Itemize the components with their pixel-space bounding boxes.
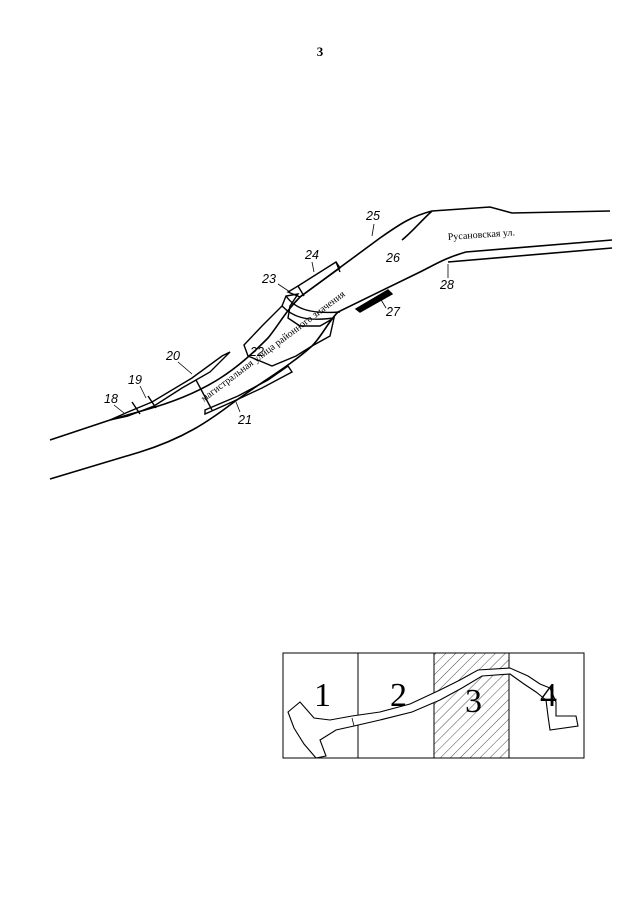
plot-21 [204, 365, 294, 416]
plot-label-19: 19 [128, 373, 142, 387]
key-sheet-4: 4 [540, 677, 557, 714]
key-sheet-3: 3 [465, 683, 482, 720]
plot-label-26: 26 [385, 251, 400, 265]
page-number: 3 [316, 44, 324, 59]
central-median [243, 293, 336, 367]
road-edge-left [49, 206, 611, 441]
plot-label-25: 25 [365, 209, 380, 223]
road-inner-line [447, 247, 613, 263]
plot-label-24: 24 [304, 248, 319, 262]
median-divider [195, 379, 213, 411]
key-sheet-1: 1 [314, 677, 331, 714]
street-rusanovskaya: Русановская ул. [447, 227, 515, 243]
plot-23-24 [286, 261, 341, 298]
road-corridor [49, 206, 613, 480]
median-link [281, 305, 335, 320]
street-arterial: магистральная улица районного значения [199, 289, 347, 405]
plot-27 [354, 289, 394, 313]
key-route-outline [287, 667, 579, 759]
plot-label-18: 18 [104, 392, 118, 406]
plot-label-23: 23 [261, 272, 276, 286]
road-inner-branch [401, 210, 433, 241]
plot-label-27: 27 [385, 305, 401, 319]
key-map: 1 2 3 4 [282, 652, 585, 759]
median-link-2 [285, 295, 341, 314]
plot-18-19-20 [109, 351, 231, 421]
key-sheet-2: 2 [390, 677, 407, 714]
plot-label-21: 21 [237, 413, 252, 427]
road-edge-right [49, 239, 613, 480]
plot-label-22: 22 [249, 345, 264, 359]
plot-outlines [109, 261, 394, 421]
plot-label-28: 28 [439, 278, 454, 292]
plot-label-20: 20 [165, 349, 180, 363]
plot-labels: 18 19 20 21 22 23 24 25 26 27 28 [104, 209, 454, 427]
